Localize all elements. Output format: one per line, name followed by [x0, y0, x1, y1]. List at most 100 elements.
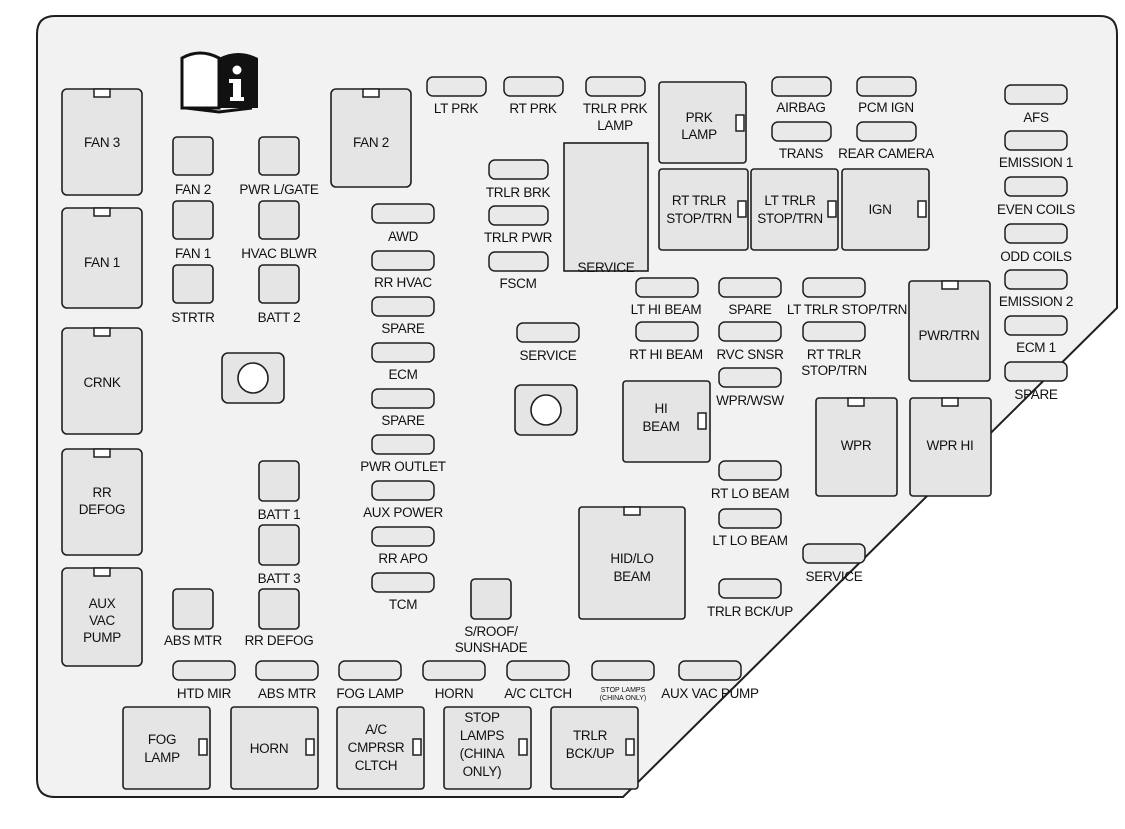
fuse-label: RVC SNSR	[716, 347, 784, 362]
fuse-rt-lo-beam: RT LO BEAM	[711, 460, 789, 501]
fuse-label: TCM	[389, 597, 417, 612]
fuse-spare-mid: SPARE	[718, 277, 782, 317]
fuse-label: HI	[655, 401, 668, 416]
fuse-label: ECM 1	[1016, 340, 1056, 355]
fuse-emission-2: EMISSION 2	[999, 269, 1073, 309]
fuse-rvc-snsr: RVC SNSR	[716, 321, 784, 362]
fuse-crnk: CRNK	[61, 327, 143, 435]
relay-lt-trlr-stop-trn: LT TRLR STOP/TRN	[750, 168, 839, 251]
fuse-emission-1: EMISSION 1	[999, 130, 1073, 170]
fuse-label: PRK	[686, 110, 713, 125]
fuse-label: BCK/UP	[566, 746, 615, 761]
fuse-label: REAR CAMERA	[838, 146, 934, 161]
fuse-label: PCM IGN	[858, 100, 914, 115]
fuse-label: EMISSION 1	[999, 155, 1073, 170]
fuse-pwr-lgate: PWR L/GATE	[239, 136, 319, 197]
fuse-label: SPARE	[728, 302, 772, 317]
fuse-strtr: STRTR	[171, 264, 215, 325]
fuse-label: AFS	[1023, 110, 1049, 125]
relay-ign: IGN	[841, 168, 930, 251]
fuse-label: LT TRLR	[764, 193, 816, 208]
fuse-label: BEAM	[613, 569, 650, 584]
fuse-odd-coils: ODD COILS	[1000, 223, 1072, 264]
fuse-label: A/C	[365, 722, 387, 737]
fuse-label: ODD COILS	[1000, 249, 1072, 264]
fuse-label: LAMPS	[460, 728, 505, 743]
fuse-lt-trlr-stop-trn: LT TRLR STOP/TRN	[787, 277, 907, 317]
fuse-label: ONLY)	[463, 764, 502, 779]
fuse-rt-prk: RT PRK	[503, 76, 564, 116]
fuse-rt-hi-beam: RT HI BEAM	[629, 321, 703, 362]
fuse-label: AUX	[89, 596, 116, 611]
fuse-label: DEFOG	[79, 502, 126, 517]
fuse-label: PWR/TRN	[919, 328, 980, 343]
fuse-label: PWR L/GATE	[239, 182, 319, 197]
fuse-lt-prk: LT PRK	[426, 76, 487, 116]
fuse-label: CRNK	[83, 375, 120, 390]
service-block: SERVICE	[563, 142, 649, 275]
fuse-label: LT LO BEAM	[712, 533, 787, 548]
relay-stop-lamps-china-only: STOP LAMPS (CHINA ONLY)	[443, 706, 532, 790]
fuse-label: FAN 1	[175, 246, 211, 261]
fuse-fog-lamp-mini: FOG LAMP	[336, 660, 404, 701]
fuse-label: RT PRK	[509, 101, 557, 116]
fuse-label: WPR HI	[927, 438, 974, 453]
relay-prk-lamp: PRK LAMP	[658, 81, 747, 164]
fuse-lt-hi-beam: LT HI BEAM	[631, 277, 702, 317]
fuse-label: SUNSHADE	[455, 640, 528, 655]
relay-ac-cmprsr-cltch: A/C CMPRSR CLTCH	[336, 706, 425, 790]
fuse-label: STOP/TRN	[757, 211, 823, 226]
fuse-fan-1-small: FAN 1	[172, 200, 214, 261]
fuse-label: LT HI BEAM	[631, 302, 702, 317]
fuse-horn-mini: HORN	[422, 660, 486, 701]
fuse-trans: TRANS	[771, 121, 832, 161]
fuse-label: SERVICE	[578, 260, 635, 275]
fuse-label: TRLR PRK	[583, 101, 648, 116]
fuse-label: HORN	[250, 741, 289, 756]
mounting-bolt-center	[514, 384, 578, 436]
fuse-label: (CHINA	[460, 746, 505, 761]
fuse-label: IGN	[868, 202, 891, 217]
fuse-label: ABS MTR	[258, 686, 316, 701]
fuse-label: RT HI BEAM	[629, 347, 703, 362]
fuse-label: TRANS	[779, 146, 824, 161]
fuse-trlr-brk: TRLR BRK	[486, 159, 551, 200]
fuse-aux-vac-pump-mini: AUX VAC PUMP	[661, 660, 759, 701]
fuse-hid-lo-beam: HID/LO BEAM	[578, 506, 686, 620]
fuse-label: PWR OUTLET	[360, 459, 446, 474]
fuse-sroof-sunshade: S/ROOF/ SUNSHADE	[455, 578, 528, 655]
fuse-spare-right: SPARE	[1004, 361, 1068, 402]
fuse-fan-1: FAN 1	[61, 207, 143, 309]
fuse-lt-lo-beam: LT LO BEAM	[712, 508, 788, 548]
relay-fog-lamp: FOG LAMP	[122, 706, 211, 790]
fuse-label: ABS MTR	[164, 633, 222, 648]
fuse-label: HTD MIR	[177, 686, 232, 701]
fuse-tcm: TCM	[371, 572, 435, 612]
fuse-label: HVAC BLWR	[241, 246, 317, 261]
fuse-fan-2-small: FAN 2	[172, 136, 214, 197]
owner-manual-info-icon	[180, 51, 258, 114]
relay-hi-beam: HI BEAM	[622, 380, 711, 463]
fuse-label: WPR/WSW	[716, 393, 784, 408]
fuse-label: SPARE	[381, 321, 425, 336]
fuse-label: BATT 1	[258, 507, 301, 522]
fuse-label: FOG	[148, 732, 176, 747]
fuse-label: RR DEFOG	[245, 633, 314, 648]
fuse-pwr-trn: PWR/TRN	[908, 280, 991, 382]
fuse-label: TRLR	[573, 728, 608, 743]
fuse-label: EMISSION 2	[999, 294, 1073, 309]
fuse-afs: AFS	[1004, 84, 1068, 125]
fuse-wpr-hi: WPR HI	[909, 397, 992, 497]
fuse-trlr-pwr: TRLR PWR	[484, 205, 553, 245]
fuse-fan-2-large: FAN 2	[330, 88, 412, 188]
fuse-rr-defog-large: RR DEFOG	[61, 448, 143, 556]
relay-horn: HORN	[230, 706, 319, 790]
fuse-label: SPARE	[1014, 387, 1058, 402]
fuse-label: STOP LAMPS	[601, 687, 646, 694]
fuse-label: HID/LO	[610, 551, 653, 566]
fuse-label: BATT 3	[258, 571, 301, 586]
fuse-label: AIRBAG	[776, 100, 825, 115]
fuse-rr-defog-small: RR DEFOG	[245, 588, 314, 648]
fuse-rt-trlr-stop-trn: RT TRLR STOP/TRN	[801, 321, 867, 378]
